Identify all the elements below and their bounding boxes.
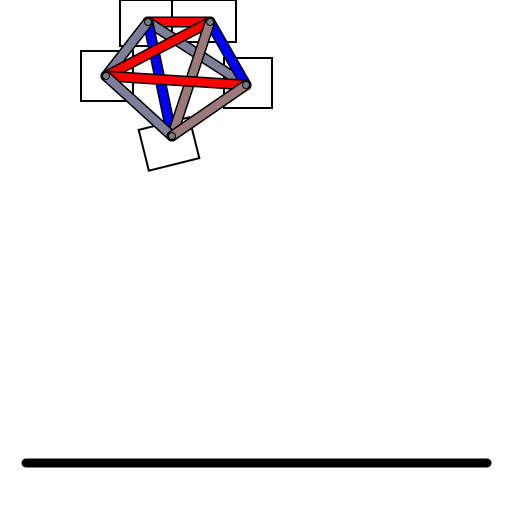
link-left-to-bottom bbox=[102, 72, 176, 140]
node-top-left bbox=[144, 18, 152, 26]
link-right-to-bottom bbox=[168, 81, 250, 140]
node-bottom bbox=[168, 132, 176, 140]
node-right bbox=[242, 81, 250, 89]
link-top-right-to-right bbox=[206, 18, 250, 89]
joint-layer bbox=[102, 18, 250, 140]
node-left bbox=[102, 72, 110, 80]
node-top-right bbox=[206, 18, 214, 26]
link-layer bbox=[100, 16, 252, 142]
link-top-right-to-left bbox=[102, 18, 214, 80]
link-left-to-right bbox=[102, 72, 250, 89]
